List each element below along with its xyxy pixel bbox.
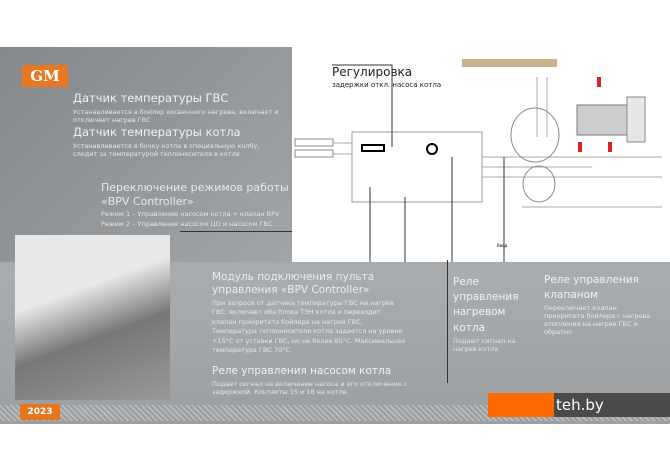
teh-by-watermark: teh.by bbox=[554, 393, 670, 417]
wiring-diagram: Ввод Регулировка задержки откл. насоса к… bbox=[290, 47, 670, 262]
dhw-sensor-title: Датчик температуры ГВС bbox=[73, 91, 229, 105]
module-title: Модуль подключения пульта управления «BP… bbox=[212, 271, 375, 297]
heat-relay-text: Подают сигнал на нагрев котла bbox=[453, 337, 516, 354]
boiler-sensor-text: Устанавливается в бочку котла в специаль… bbox=[73, 142, 260, 159]
pump-relay-text: Подает сигнал на включение насоса и его … bbox=[212, 380, 408, 397]
dhw-sensor-text: Устанавливается в бойлер косвенного нагр… bbox=[73, 108, 279, 125]
input-label: Ввод bbox=[497, 243, 508, 248]
valve-relay-text: Переключает клапан приоритета бойлера с … bbox=[544, 304, 651, 337]
mode-1: Режим 1 – Управление насосом котла + кла… bbox=[101, 210, 280, 218]
boiler-sensor-title: Датчик температуры котла bbox=[73, 125, 241, 139]
gm-logo: GM bbox=[22, 65, 68, 87]
modes-title: Переключение режимов работы «BPV Control… bbox=[101, 181, 289, 208]
valve-relay-title: Реле управления клапаном bbox=[544, 274, 639, 301]
diagram-title: Регулировка bbox=[332, 65, 413, 79]
watermark-orange bbox=[488, 393, 554, 417]
wiring-schematic: Ввод bbox=[290, 56, 662, 262]
pump-relay-title: Реле управления насосом котла bbox=[212, 365, 392, 377]
year-badge: 2023 bbox=[20, 404, 60, 420]
boiler-photo bbox=[15, 235, 170, 400]
mode-2: Режим 2 – Управление насосом ЦО и насосо… bbox=[101, 220, 273, 228]
heat-relay-title: Реле управления нагревом котла bbox=[453, 276, 519, 334]
slide: Ввод Регулировка задержки откл. насоса к… bbox=[0, 47, 670, 424]
module-text: При запросе от датчика температуры ГВС н… bbox=[212, 299, 406, 355]
diagram-subtitle: задержки откл. насоса котла bbox=[332, 81, 442, 89]
